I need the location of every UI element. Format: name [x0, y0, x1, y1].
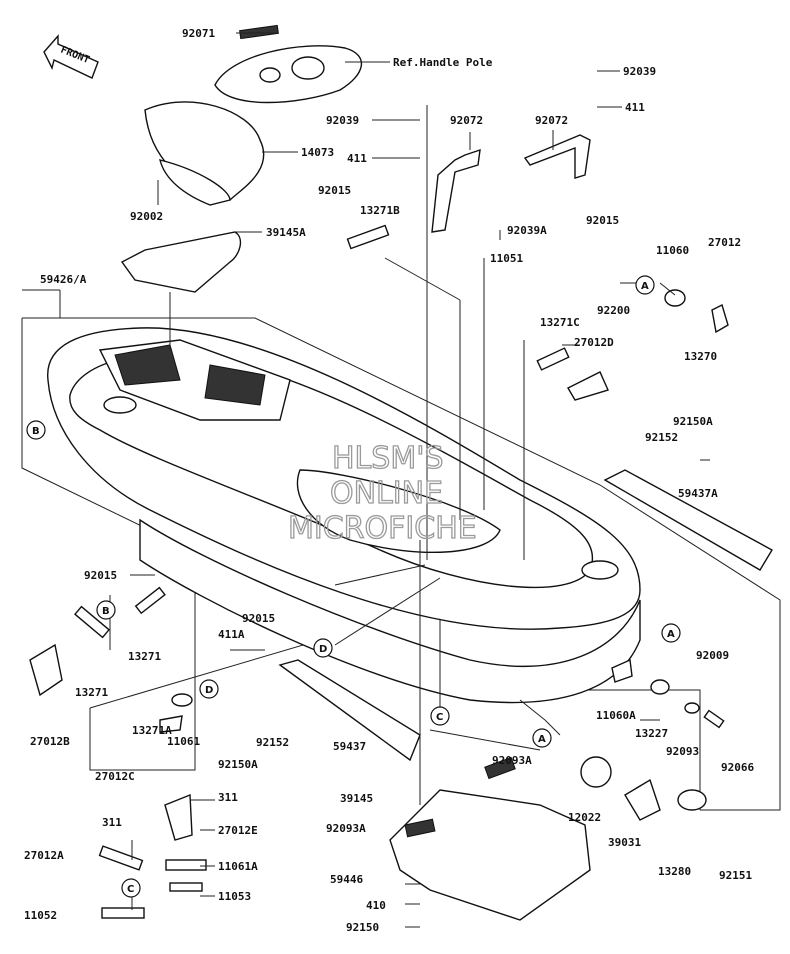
part-label: 92072 [535, 114, 568, 127]
part-label: 92093A [326, 822, 366, 835]
part-label: 13227 [635, 727, 668, 740]
part-label: 27012E [218, 824, 258, 837]
part-label: 92002 [130, 210, 163, 223]
part-label: 13271 [128, 650, 161, 663]
leader-lines [22, 32, 710, 928]
part-label: 311 [218, 791, 238, 804]
part-labels: Ref.Handle Pole 92071 92039 411 92072 92… [24, 27, 754, 934]
seal-39145a [120, 231, 242, 293]
part-label: 39031 [608, 836, 641, 849]
part-label: 11060A [596, 709, 636, 722]
part-label: 311 [102, 816, 122, 829]
small-parts [29, 224, 729, 919]
part-label: 92015 [586, 214, 619, 227]
callout-b: B [32, 426, 40, 437]
callout-c: C [127, 884, 134, 895]
part-label: 13271B [360, 204, 400, 217]
part-label: 411 [625, 101, 645, 114]
part-label: 92150A [673, 415, 713, 428]
part-label: 27012C [95, 770, 135, 783]
part-label: 11051 [490, 252, 523, 265]
bracket-92072-left [431, 148, 481, 233]
part-label: 411A [218, 628, 245, 641]
part-label: 92015 [84, 569, 117, 582]
part-label: 59426/A [40, 273, 87, 286]
part-label: 11060 [656, 244, 689, 257]
callout-b: B [102, 606, 110, 617]
part-label: 92093 [666, 745, 699, 758]
seat-part [144, 101, 265, 206]
part-label: 13271C [540, 316, 580, 329]
part-label: 92152 [256, 736, 289, 749]
part-label: 13271A [132, 724, 172, 737]
part-label: 39145 [340, 792, 373, 805]
part-label: 27012A [24, 849, 64, 862]
watermark-line-3: MICROFICHE [288, 511, 477, 546]
callout-a: A [538, 734, 546, 745]
handle-pole-part [214, 24, 363, 104]
part-label: 13271 [75, 686, 108, 699]
callouts: B A A B D D C A C [26, 275, 681, 898]
part-label: 92015 [318, 184, 351, 197]
ref-handle-pole-label: Ref.Handle Pole [393, 56, 493, 69]
part-label: 13280 [658, 865, 691, 878]
part-label: 411 [347, 152, 367, 165]
part-label: 92151 [719, 869, 752, 882]
callout-a: A [641, 281, 649, 292]
part-label: 11061 [167, 735, 200, 748]
part-label: 59437A [678, 487, 718, 500]
part-label: 92072 [450, 114, 483, 127]
part-label: 59446 [330, 873, 363, 886]
rail-59437a [603, 469, 773, 571]
plate-59446 [389, 789, 591, 921]
part-label: 59437 [333, 740, 366, 753]
part-label: 92015 [242, 612, 275, 625]
part-label: 92150 [346, 921, 379, 934]
part-label: 92066 [721, 761, 754, 774]
part-label: 12022 [568, 811, 601, 824]
callout-d: D [205, 685, 213, 696]
part-label: 92200 [597, 304, 630, 317]
part-label: 11052 [24, 909, 57, 922]
part-label: 92152 [645, 431, 678, 444]
part-label: 39145A [266, 226, 306, 239]
part-label: 92150A [218, 758, 258, 771]
part-label: 27012B [30, 735, 70, 748]
part-label: 27012D [574, 336, 614, 349]
part-label: 92009 [696, 649, 729, 662]
callout-c: C [436, 712, 443, 723]
part-label: 92039 [326, 114, 359, 127]
part-label: 92039A [507, 224, 547, 237]
callout-d: D [319, 644, 327, 655]
part-label: 410 [366, 899, 386, 912]
part-label: 13270 [684, 350, 717, 363]
part-label: 11061A [218, 860, 258, 873]
watermark-line-1: HLSM'S [332, 441, 444, 476]
watermark: HLSM'S ONLINE MICROFICHE [287, 440, 477, 546]
part-label: 92071 [182, 27, 215, 40]
hull-part [47, 327, 641, 704]
part-label: 92093A [492, 754, 532, 767]
callout-a: A [667, 629, 675, 640]
front-arrow: FRONT [43, 34, 99, 79]
part-label: 92039 [623, 65, 656, 78]
part-label: 11053 [218, 890, 251, 903]
bracket-92072-right [523, 134, 591, 179]
part-label: 14073 [301, 146, 334, 159]
part-label: 27012 [708, 236, 741, 249]
watermark-line-2: ONLINE [330, 476, 443, 511]
